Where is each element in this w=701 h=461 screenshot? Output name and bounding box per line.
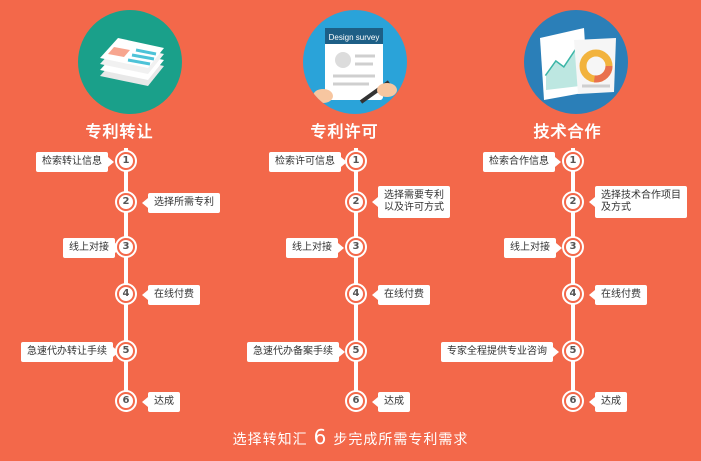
step-5-dot: 5 [117, 342, 135, 360]
step-2-label: 选择技术合作项目 及方式 [589, 186, 687, 218]
footer-prefix: 选择转知汇 [232, 432, 308, 448]
step-5-label: 专家全程提供专业咨询 [441, 342, 559, 362]
step-2-label-line1: 选择技术合作项目 [601, 190, 681, 201]
step-3-label: 线上对接 [286, 238, 344, 258]
step-3-label: 线上对接 [504, 238, 562, 258]
step-2-dot: 2 [564, 193, 582, 211]
step-1-label: 检索许可信息 [269, 152, 347, 172]
step-5-label: 急速代办转让手续 [21, 342, 119, 362]
step-4-dot: 4 [564, 285, 582, 303]
step-4-label: 在线付费 [589, 285, 647, 305]
footer-step-count: 6 [313, 425, 328, 449]
step-5-dot: 5 [564, 342, 582, 360]
column-title: 技术合作 [533, 122, 602, 141]
document-stack-icon [78, 10, 182, 114]
step-2-label: 选择所需专利 [142, 193, 220, 213]
design-survey-icon: Design survey [303, 10, 407, 114]
step-5-label: 急速代办备案手续 [247, 342, 345, 362]
step-1-dot: 1 [564, 152, 582, 170]
column-patent-transfer: 专利转让 检索转让信息 1 2 选择所需专利 线上对接 3 4 在线付费 急速代… [8, 0, 241, 420]
step-2-label-line2: 以及许可方式 [384, 202, 444, 213]
step-3-dot: 3 [117, 238, 135, 256]
step-2-label: 选择需要专利 以及许可方式 [372, 186, 450, 218]
column-tech-cooperation: 技术合作 检索合作信息 1 2 选择技术合作项目 及方式 线上对接 3 4 在线… [441, 0, 693, 420]
step-2-dot: 2 [347, 193, 365, 211]
step-1-dot: 1 [347, 152, 365, 170]
column-patent-license: Design survey 专利许可 检索许可信息 1 2 选择需要专利 以及许… [240, 0, 473, 420]
step-1-label: 检索合作信息 [483, 152, 561, 172]
step-4-label: 在线付费 [142, 285, 200, 305]
step-6-dot: 6 [347, 392, 365, 410]
step-3-dot: 3 [564, 238, 582, 256]
design-survey-text: Design survey [329, 33, 380, 42]
column-title: 专利转让 [85, 122, 154, 141]
step-1-label: 检索转让信息 [36, 152, 114, 172]
timeline-line [571, 148, 575, 410]
footer-suffix: 步完成所需专利需求 [333, 432, 469, 448]
step-6-dot: 6 [564, 392, 582, 410]
step-4-dot: 4 [117, 285, 135, 303]
step-4-dot: 4 [347, 285, 365, 303]
footer-tagline: 选择转知汇 6 步完成所需专利需求 [0, 425, 701, 449]
step-6-dot: 6 [117, 392, 135, 410]
charts-report-icon [524, 10, 628, 114]
step-1-dot: 1 [117, 152, 135, 170]
column-title: 专利许可 [310, 122, 379, 141]
step-3-dot: 3 [347, 238, 365, 256]
step-6-label: 达成 [142, 392, 180, 412]
timeline-line [354, 148, 358, 410]
step-6-label: 达成 [372, 392, 410, 412]
step-2-dot: 2 [117, 193, 135, 211]
timeline-line [124, 148, 128, 410]
step-6-label: 达成 [589, 392, 627, 412]
step-5-dot: 5 [347, 342, 365, 360]
step-2-label-line2: 及方式 [601, 202, 631, 213]
step-4-label: 在线付费 [372, 285, 430, 305]
step-3-label: 线上对接 [63, 238, 121, 258]
step-2-label-line1: 选择需要专利 [384, 190, 444, 201]
